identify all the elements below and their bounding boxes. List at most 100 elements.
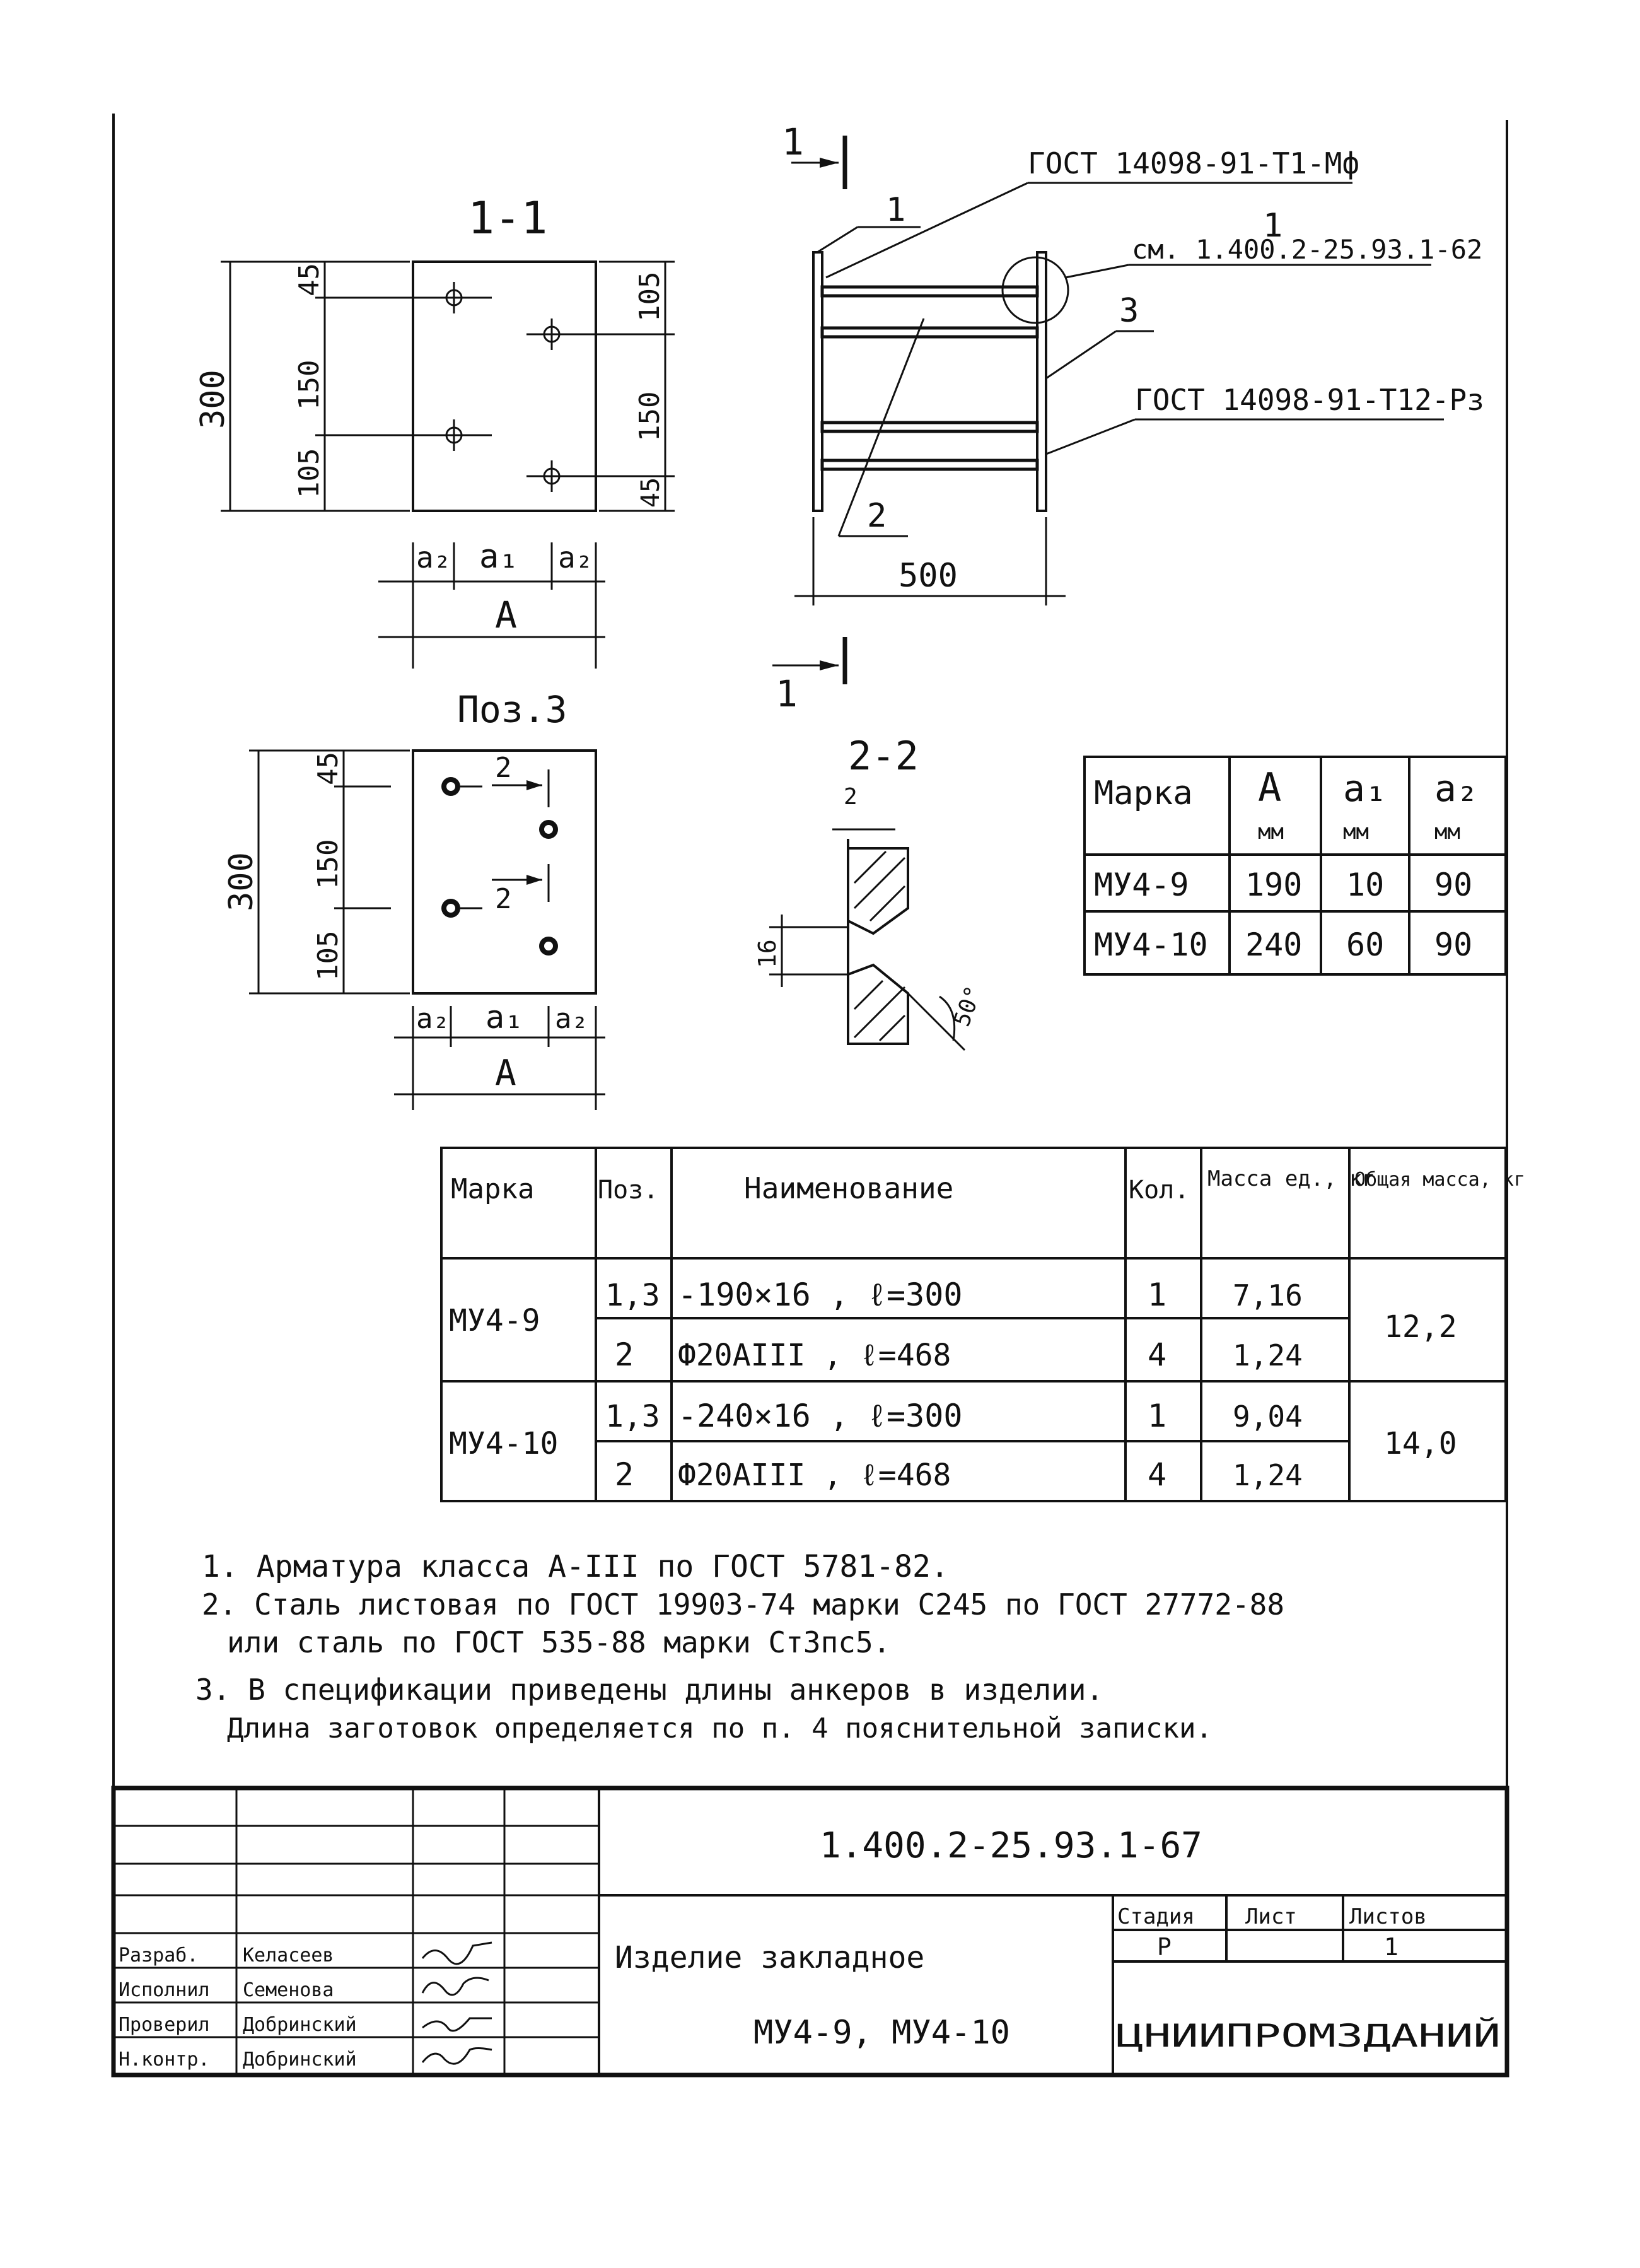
svg-text:a₂: a₂ (1434, 767, 1479, 810)
svg-text:Марка: Марка (1094, 775, 1193, 812)
svg-text:a₁: a₁ (479, 538, 519, 576)
product-name: Изделие закладное (615, 1940, 924, 1975)
svg-text:45: 45 (636, 477, 665, 508)
svg-text:Поз.: Поз. (598, 1176, 658, 1205)
svg-text:2: 2 (867, 497, 887, 535)
svg-text:МУ4-10: МУ4-10 (1094, 926, 1208, 963)
section-2-2: 2-2 2 16 50° (753, 733, 987, 1051)
svg-text:Масса ед., кг: Масса ед., кг (1207, 1166, 1375, 1191)
svg-text:А: А (1258, 764, 1281, 810)
svg-text:105: 105 (293, 448, 325, 498)
svg-text:50°: 50° (949, 983, 987, 1030)
svg-text:1,24: 1,24 (1233, 1338, 1303, 1372)
svg-text:Ф20АIII , ℓ=468: Ф20АIII , ℓ=468 (678, 1458, 951, 1493)
svg-text:a₂: a₂ (558, 541, 593, 575)
svg-text:16: 16 (753, 939, 781, 968)
pos3-title: Поз.3 (457, 688, 567, 731)
svg-text:1,24: 1,24 (1233, 1458, 1303, 1492)
svg-text:150: 150 (293, 360, 325, 410)
detail-circle (1001, 256, 1069, 324)
svg-text:1: 1 (886, 191, 905, 229)
bottom-dimensions: a₂ a₁ a₂ A (378, 538, 605, 669)
svg-text:14,0: 14,0 (1384, 1426, 1457, 1461)
anchor-holes (435, 282, 580, 492)
pos3-holes (441, 777, 558, 956)
right-dimensions: 105 150 45 (580, 260, 675, 512)
svg-text:Келасеев: Келасеев (243, 1944, 334, 1967)
note-3-cont: Длина заготовок определяется по п. 4 поя… (227, 1712, 1213, 1745)
svg-text:Добринский: Добринский (243, 2014, 357, 2036)
svg-text:Р: Р (1157, 1933, 1172, 1961)
spec-table: Марка Поз. Наименование Кол. Масса ед., … (440, 1147, 1525, 1502)
note-3: 3. В спецификации приведены длины анкеро… (195, 1673, 1103, 1707)
pos3-view: Поз.3 2 2 300 (223, 688, 605, 1110)
right-plate (1036, 251, 1047, 512)
svg-text:ГОСТ 14098-91-Т1-Мф: ГОСТ 14098-91-Т1-Мф (1028, 146, 1359, 180)
svg-text:Семенова: Семенова (243, 1979, 334, 2001)
anchor-bars (820, 285, 1039, 471)
svg-text:1: 1 (1148, 1398, 1166, 1434)
svg-text:-240×16 , ℓ=300: -240×16 , ℓ=300 (678, 1398, 962, 1434)
svg-text:45: 45 (293, 263, 325, 296)
svg-text:7,16: 7,16 (1233, 1278, 1303, 1312)
svg-text:105: 105 (312, 931, 344, 981)
svg-text:a₂: a₂ (416, 541, 451, 575)
doc-code: 1.400.2-25.93.1-67 (820, 1825, 1202, 1866)
svg-text:Проверил: Проверил (119, 2014, 210, 2036)
svg-text:300: 300 (194, 370, 232, 429)
svg-text:см. 1.400.2-25.93.1-62: см. 1.400.2-25.93.1-62 (1132, 234, 1482, 265)
svg-text:4: 4 (1148, 1336, 1166, 1373)
svg-text:2: 2 (844, 784, 858, 810)
svg-text:Стадия: Стадия (1117, 1904, 1195, 1929)
note-2-cont: или сталь по ГОСТ 535-88 марки Ст3пс5. (227, 1625, 890, 1659)
svg-text:Общая масса, кг: Общая масса, кг (1354, 1169, 1525, 1191)
svg-text:90: 90 (1434, 926, 1472, 963)
svg-text:1,3: 1,3 (605, 1399, 660, 1434)
pos3-left-dimensions: 300 45 150 105 (223, 749, 410, 995)
svg-text:1: 1 (1263, 207, 1282, 245)
note-1: 1. Арматура класса А-III по ГОСТ 5781-82… (202, 1549, 949, 1584)
svg-text:1: 1 (1384, 1933, 1399, 1961)
svg-text:2: 2 (495, 883, 512, 915)
svg-text:9,04: 9,04 (1233, 1400, 1303, 1434)
signatures (421, 1941, 492, 2065)
svg-text:Лист: Лист (1245, 1904, 1297, 1929)
note-2: 2. Сталь листовая по ГОСТ 19903-74 марки… (202, 1587, 1284, 1622)
weld-marks: 2 2 (492, 752, 550, 915)
svg-text:300: 300 (223, 852, 260, 911)
svg-text:2: 2 (615, 1456, 634, 1493)
svg-text:1: 1 (782, 120, 804, 163)
svg-text:Н.контр.: Н.контр. (119, 2049, 210, 2071)
svg-text:500: 500 (899, 557, 958, 595)
left-dimensions: 300 45 150 105 (194, 260, 435, 512)
svg-text:Кол.: Кол. (1129, 1176, 1189, 1205)
svg-text:150: 150 (634, 392, 666, 441)
svg-text:МУ4-9: МУ4-9 (1094, 867, 1189, 903)
svg-text:105: 105 (634, 272, 666, 322)
svg-text:a₂: a₂ (416, 1003, 450, 1035)
svg-text:A: A (495, 593, 517, 636)
svg-text:Ф20АIII , ℓ=468: Ф20АIII , ℓ=468 (678, 1338, 951, 1373)
svg-text:МУ4-10: МУ4-10 (449, 1426, 558, 1461)
hatching (853, 850, 906, 1042)
product-marks: МУ4-9, МУ4-10 (753, 2014, 1010, 2052)
plate-outline (412, 260, 597, 512)
svg-text:1: 1 (1148, 1277, 1166, 1313)
svg-text:Листов: Листов (1349, 1904, 1427, 1929)
svg-text:10: 10 (1346, 867, 1384, 903)
svg-text:мм: мм (1343, 819, 1369, 845)
svg-text:a₁: a₁ (486, 999, 523, 1036)
svg-text:a₂: a₂ (555, 1003, 588, 1035)
svg-text:3: 3 (1119, 292, 1139, 330)
svg-text:Марка: Марка (451, 1173, 534, 1205)
svg-text:a₁: a₁ (1343, 767, 1387, 810)
section-1-1: 1-1 300 45 150 105 1 (194, 192, 675, 669)
section-2-2-title: 2-2 (848, 733, 919, 779)
svg-text:мм: мм (1258, 819, 1284, 845)
dims-table: Марка А a₁ a₂ мм мм мм МУ4-9 190 10 90 М… (1083, 756, 1507, 976)
svg-text:мм: мм (1434, 819, 1460, 845)
side-view: 1 1 ГОСТ 14098-91-Т1-Мф 1 1 см. 1.400.2-… (772, 120, 1484, 715)
svg-text:60: 60 (1346, 926, 1384, 963)
svg-text:4: 4 (1148, 1456, 1166, 1493)
title-block: 1.400.2-25.93.1-67 Изделие закладное МУ4… (111, 1786, 1509, 2078)
